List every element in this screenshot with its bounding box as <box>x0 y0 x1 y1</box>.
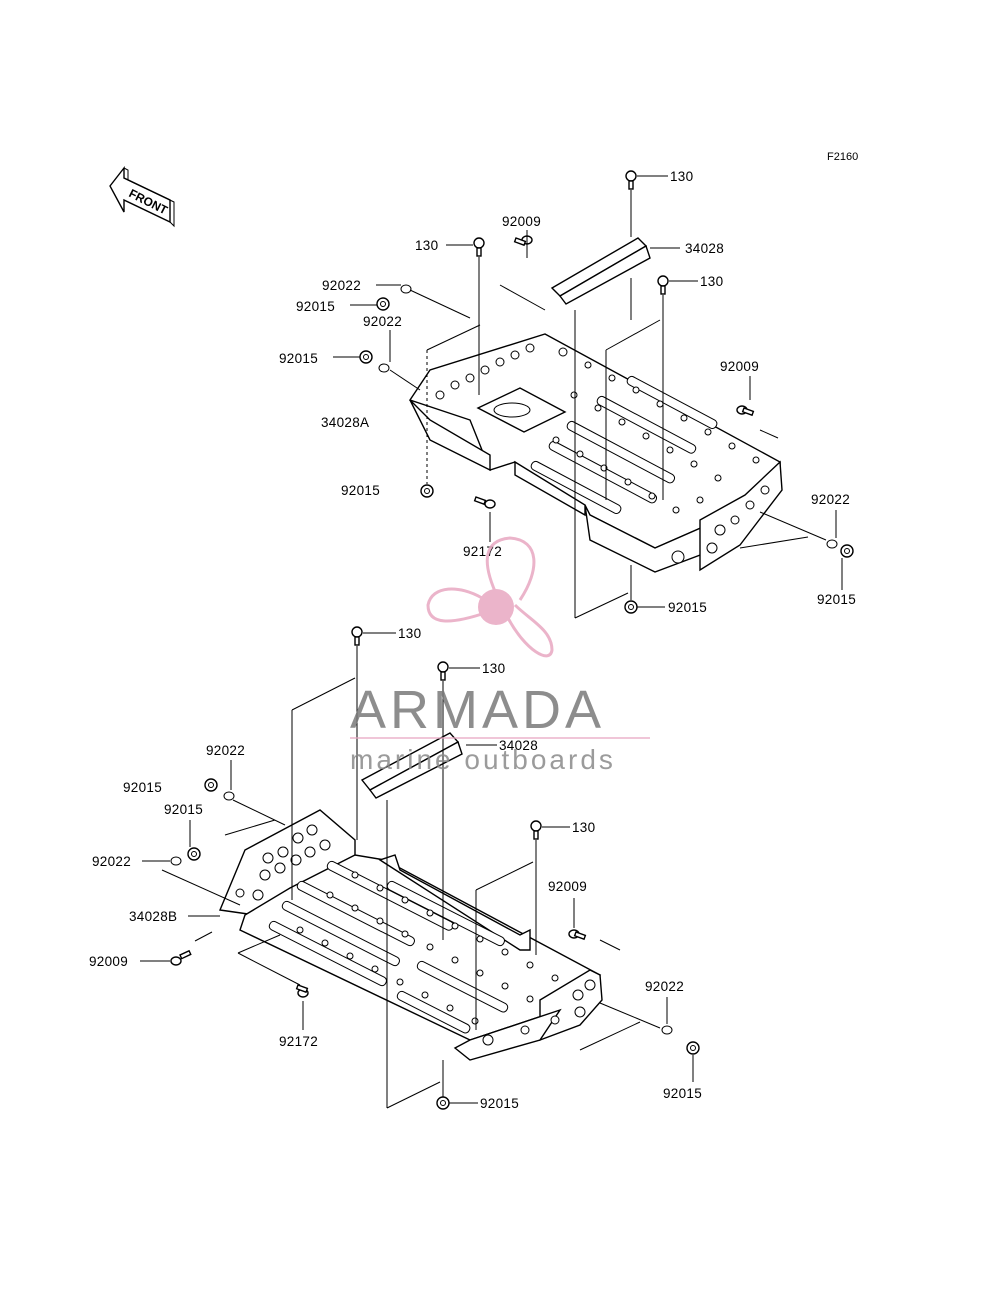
part-label: 92172 <box>279 1034 318 1049</box>
part-label: 92015 <box>341 483 380 498</box>
part-label: 92009 <box>89 954 128 969</box>
part-label: 92009 <box>548 879 587 894</box>
bolt-icon <box>351 626 363 638</box>
part-label: 92015 <box>663 1086 702 1101</box>
upper-deck-holes <box>435 343 770 564</box>
part-label: 34028 <box>685 241 724 256</box>
upper-deck-slots <box>530 375 718 514</box>
part-label: 34028 <box>499 738 538 753</box>
bolt-icon <box>530 820 542 832</box>
bolt-icon <box>437 661 449 673</box>
armada-watermark: ARMADA marine outboards <box>350 536 650 775</box>
washer-icon <box>223 791 235 801</box>
part-label: 130 <box>572 820 595 835</box>
screw-icon <box>484 499 496 509</box>
figure-code: F2160 <box>827 151 858 163</box>
part-label: 92009 <box>720 359 759 374</box>
part-label: 130 <box>398 626 421 641</box>
watermark-brand: ARMADA <box>350 680 605 740</box>
part-label: 92015 <box>123 780 162 795</box>
part-label: 34028B <box>129 909 177 924</box>
part-label: 92015 <box>279 351 318 366</box>
part-label: 130 <box>700 274 723 289</box>
part-label: 92015 <box>164 802 203 817</box>
part-label: 92015 <box>817 592 856 607</box>
part-label: 92015 <box>480 1096 519 1111</box>
lower-leader-lines <box>140 632 694 1109</box>
washer-icon <box>661 1025 673 1035</box>
part-label: 92022 <box>645 979 684 994</box>
part-label: 92015 <box>296 299 335 314</box>
part-label: 130 <box>670 169 693 184</box>
part-label: 92172 <box>463 544 502 559</box>
part-label: 34028A <box>321 415 369 430</box>
bolt-icon <box>625 170 637 182</box>
upper-leader-lines <box>333 175 843 619</box>
upper-footrest-assembly: 130 34028 92009 130 130 92022 92015 9202… <box>279 169 856 619</box>
washer-icon <box>378 363 390 373</box>
washer-icon <box>400 284 412 294</box>
lower-deck-holes <box>235 824 596 1046</box>
part-label: 92015 <box>668 600 707 615</box>
washer-icon <box>170 856 182 866</box>
part-label: 92009 <box>502 214 541 229</box>
lower-footrest-assembly: 130 130 92022 34028 92015 92015 130 9202… <box>89 626 702 1111</box>
part-label: 130 <box>415 238 438 253</box>
lower-deck-slots <box>268 860 509 1034</box>
part-label: 92022 <box>92 854 131 869</box>
part-label: 130 <box>482 661 505 676</box>
part-label: 92022 <box>811 492 850 507</box>
propeller-logo-icon <box>426 536 554 658</box>
bolt-icon <box>473 237 485 249</box>
washer-icon <box>826 539 838 549</box>
front-arrow-icon: FRONT <box>109 165 175 228</box>
part-label: 92022 <box>206 743 245 758</box>
part-label: 92022 <box>322 278 361 293</box>
lower-fasteners <box>170 626 700 1110</box>
watermark-tagline: marine outboards <box>350 744 616 775</box>
part-label: 92022 <box>363 314 402 329</box>
bolt-icon <box>657 275 669 287</box>
screw-icon <box>170 956 182 966</box>
upper-fasteners <box>359 170 854 614</box>
